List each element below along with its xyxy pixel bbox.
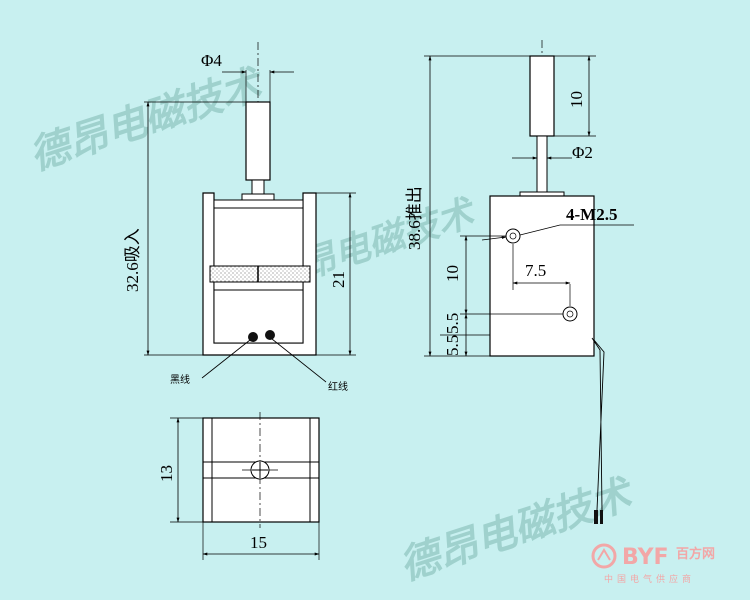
- body-height-label: 21: [329, 271, 348, 288]
- front-view: 黑线 红线 Φ4 32.6吸入 21: [123, 42, 356, 393]
- shaft-diameter-label: Φ4: [201, 51, 222, 70]
- logo-icon: [591, 543, 617, 569]
- bottom-offset-label: 5.5: [443, 335, 462, 356]
- total-height-label: 38.6推出: [405, 186, 424, 250]
- watermark-text: 德昂电磁技术: [394, 469, 641, 589]
- logo-brand: BYF: [622, 545, 669, 570]
- plunger-neck: [251, 179, 265, 195]
- plunger-shaft-side: [536, 135, 548, 193]
- plunger-length-label: 10: [567, 91, 586, 108]
- black-wire-label: 黑线: [170, 373, 190, 386]
- hole-spacing-h-label: 7.5: [525, 261, 546, 280]
- side-view: 38.6推出 10 Φ2 4-M2.5 7.5 10 5.5 5.5: [405, 40, 634, 524]
- hole-offset-label: 5.5: [443, 313, 462, 334]
- plunger-collar: [241, 193, 275, 201]
- black-wire-dot: [248, 332, 258, 342]
- red-wire-label: 红线: [328, 380, 348, 393]
- watermark-text: 德昂电磁技术: [24, 59, 271, 179]
- hole-spacing-v-label: 10: [443, 265, 462, 282]
- mount-hole-bottom: [562, 306, 578, 322]
- shaft-diameter-side-label: Φ2: [572, 143, 593, 162]
- logo-tagline: 中国电气供应商: [604, 573, 695, 585]
- logo-cn: 百方网: [676, 546, 715, 562]
- coil-body-side: [489, 195, 595, 357]
- plunger-rod: [245, 101, 271, 181]
- depth-label: 13: [157, 465, 176, 482]
- lead-wires: [591, 337, 605, 511]
- plunger-side: [529, 55, 555, 137]
- red-wire-dot: [265, 330, 275, 340]
- width-label: 15: [250, 533, 267, 552]
- coil-winding-section: [209, 265, 311, 283]
- mount-hole-top: [505, 228, 521, 244]
- bottom-view: 13 15: [157, 412, 320, 560]
- mount-holes-label: 4-M2.5: [566, 205, 617, 224]
- stroke-height-label: 32.6吸入: [123, 228, 142, 292]
- logo: BYF 百方网 中国电气供应商: [591, 543, 715, 585]
